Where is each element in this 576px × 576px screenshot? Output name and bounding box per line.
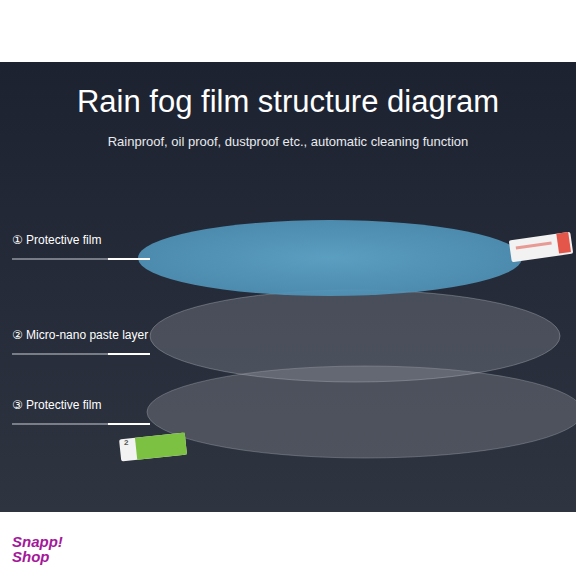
layer-label: ② Micro-nano paste layer bbox=[12, 329, 148, 342]
green-tab bbox=[119, 433, 187, 462]
tab-number: 2 bbox=[124, 439, 128, 448]
top-film bbox=[138, 220, 522, 296]
layer-label: ③ Protective film bbox=[12, 399, 101, 412]
layer-label: ① Protective film bbox=[12, 234, 101, 247]
logo-text: Shop bbox=[12, 549, 50, 566]
paste-layer bbox=[150, 290, 560, 382]
leader-lines bbox=[12, 259, 150, 424]
caption: Rainproof, oil proof, dustproof etc., au… bbox=[108, 134, 469, 149]
title: Rain fog film structure diagram bbox=[77, 84, 499, 120]
red-tab bbox=[509, 232, 573, 262]
